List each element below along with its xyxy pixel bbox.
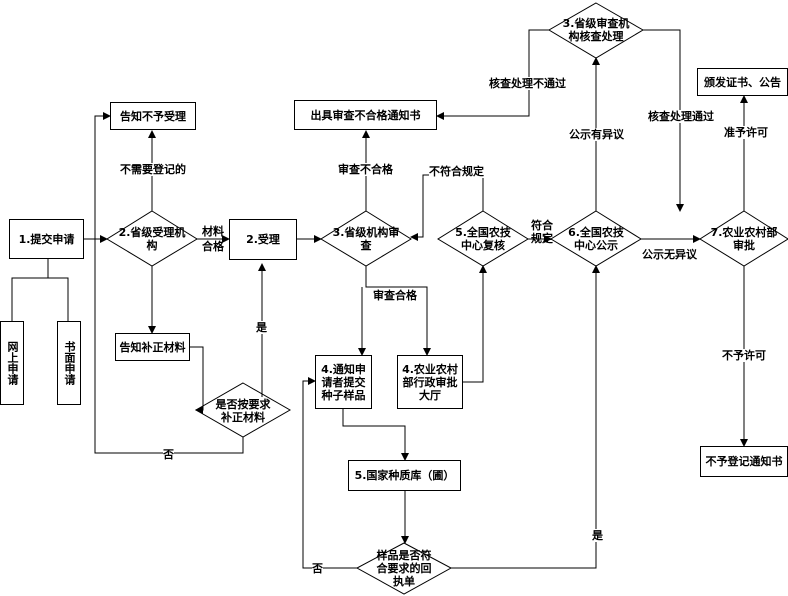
edge-label-material-ok-1: 材料 [202, 225, 224, 238]
node-paper: 书面申请 [57, 321, 81, 405]
node-moa-hall: 4.农业农村部行政审批大厅 [397, 355, 463, 409]
node-supplement-notice: 告知补正材料 [115, 333, 190, 361]
edge-label-grant-permit: 准予许可 [724, 126, 768, 139]
edge-recheck-not-compliant [410, 174, 484, 241]
diamond-national-recheck [437, 210, 529, 267]
edge-label-review-failed: 审查不合格 [338, 163, 393, 176]
diamond-provincial-verify [548, 2, 644, 59]
node-submit: 1.提交申请 [9, 219, 84, 259]
edge-label-no: 否 [163, 448, 174, 461]
edge-sample-yes [451, 265, 600, 569]
edge-sample-no [302, 377, 357, 569]
edge-label-publicity-objection: 公示有异议 [569, 128, 624, 141]
edge-label-compliant-2: 规定 [531, 232, 553, 245]
edge-label-deny-permit: 不予许可 [722, 349, 766, 362]
edge-label-compliant-1: 符合 [531, 219, 553, 232]
edge-label-verify-failed: 核查处理不通过 [489, 77, 566, 90]
edge-label-sample-no: 否 [312, 562, 323, 575]
node-unqualified-notice: 出具审查不合格通知书 [294, 100, 437, 130]
diamond-sample-check [355, 542, 453, 595]
node-no-register-notice: 不予登记通知书 [700, 446, 788, 477]
edge-label-publicity-no-objection: 公示无异议 [642, 248, 697, 261]
node-accept: 2.受理 [229, 219, 297, 260]
edge-label-sample-yes: 是 [592, 529, 603, 542]
edge-label-review-passed: 审查合格 [373, 289, 417, 302]
diamond-national-publicity [550, 210, 642, 267]
diamond-moa-approve [699, 210, 788, 267]
edge-submit-online [11, 258, 49, 321]
node-notify-sample: 4.通知申请者提交种子样品 [315, 355, 372, 409]
edge-label-not-compliant: 不符合规定 [429, 165, 484, 178]
edge-verify-failed [436, 29, 549, 120]
node-online: 网上申请 [0, 321, 24, 405]
node-not-accept-notice: 告知不予受理 [110, 102, 196, 130]
edge-hall-to-recheck [463, 265, 487, 383]
edge-label-yes: 是 [256, 321, 267, 334]
edge-verify-passed [643, 29, 684, 212]
edge-submit-paper [48, 277, 69, 321]
node-issue-cert: 颁发证书、公告 [697, 68, 788, 96]
diamond-provincial-accept [106, 210, 198, 267]
edge-review-passed [365, 266, 431, 356]
edge-notify-to-bank [342, 409, 409, 461]
diamond-supplement-check [194, 382, 292, 438]
diamond-provincial-review [320, 210, 412, 267]
edge-label-no-need-register: 不需要登记的 [120, 163, 186, 176]
node-germplasm-bank: 5.国家种质库（圃） [348, 460, 461, 491]
edge-supplement-to-check [190, 346, 204, 414]
edge-label-material-ok-2: 合格 [202, 240, 224, 253]
edge-check-no [94, 112, 244, 454]
edge-label-verify-passed: 核查处理通过 [648, 110, 714, 123]
